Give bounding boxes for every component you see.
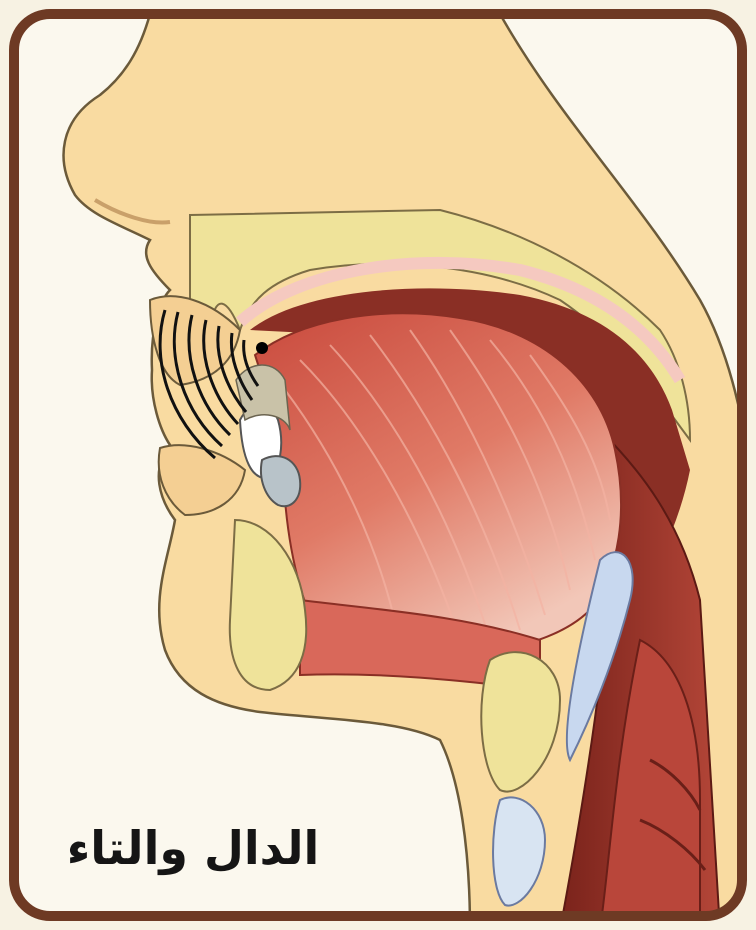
articulation-point [256,342,268,354]
diagram-caption: الدال والتاء [28,808,358,888]
